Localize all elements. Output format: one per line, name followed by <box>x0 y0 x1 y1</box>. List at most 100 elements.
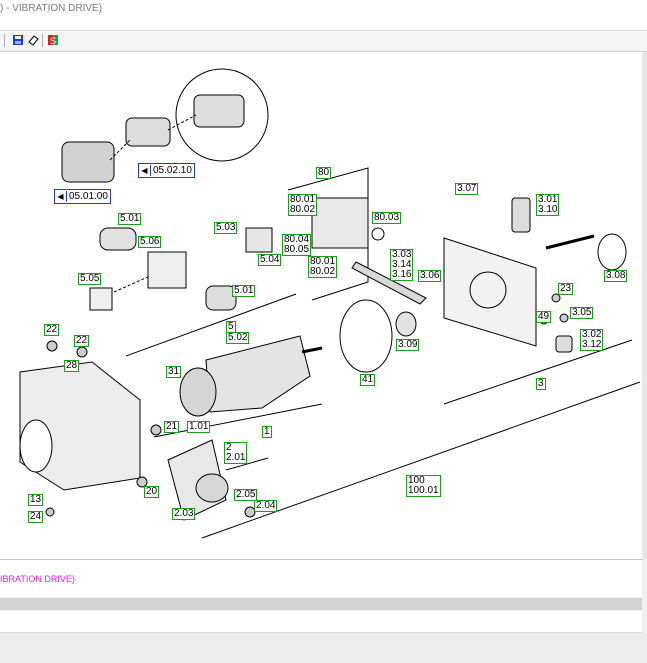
part-label[interactable]: 49 <box>536 311 552 323</box>
grid-row[interactable] <box>0 611 642 633</box>
status-bar <box>0 633 647 663</box>
part-label[interactable]: 5.04 <box>258 254 282 266</box>
reference-050210[interactable]: ◀ 05.02.10 <box>138 163 195 178</box>
pump-inset-body <box>193 94 245 128</box>
eraser-icon[interactable] <box>27 34 39 46</box>
part-label-text: 3.14 <box>392 259 412 270</box>
part-label[interactable]: 21 <box>164 421 180 433</box>
part-label[interactable]: 2.04 <box>254 500 278 512</box>
part-label-text: 3 <box>538 378 544 389</box>
part-label-text: 13 <box>30 494 42 505</box>
housing-plate-3 <box>443 237 537 347</box>
part-label-text: 1 <box>264 426 270 437</box>
part-label-text: 22 <box>46 324 58 335</box>
part-label-text: 20 <box>146 486 158 497</box>
part-label[interactable]: 2.05 <box>234 489 258 501</box>
pump-inset-circle <box>175 68 269 162</box>
toolbar-separator <box>4 34 5 47</box>
export-icon[interactable]: S <box>47 34 59 46</box>
part-label-text: 21 <box>166 421 178 432</box>
part-label[interactable]: 1.01 <box>187 421 211 433</box>
motor-1 <box>205 335 311 413</box>
part-label-text: 80.02 <box>290 204 316 215</box>
part-label-text: 80 <box>318 167 330 178</box>
part-label[interactable]: 22 <box>74 335 90 347</box>
part-label-text: 2.04 <box>256 500 276 511</box>
part-label-text: 28 <box>66 360 78 371</box>
part-label[interactable]: 3.07 <box>455 183 479 195</box>
motor-flange <box>179 367 217 417</box>
shaft-303 <box>351 261 427 305</box>
part-label-text: 2 <box>226 442 232 453</box>
part-label[interactable]: 23 <box>558 283 574 295</box>
gasket-41 <box>339 299 393 373</box>
part-label[interactable]: 13 <box>28 494 44 506</box>
connector-504 <box>245 227 273 253</box>
vertical-scrollbar[interactable] <box>642 52 647 559</box>
pump-front-body <box>61 141 115 183</box>
part-label-text: 80.04 <box>284 234 310 245</box>
arrow-left-icon: ◀ <box>55 191 67 202</box>
part-label-text: 80.05 <box>284 244 310 255</box>
part-label-text: 3.01 <box>538 194 558 205</box>
part-label[interactable]: 5.01 <box>232 285 256 297</box>
part-label[interactable]: 41 <box>360 374 376 386</box>
part-label[interactable]: 80 <box>316 167 332 179</box>
part-label-text: 80.03 <box>374 212 400 223</box>
part-label[interactable]: 1 <box>262 426 272 438</box>
part-label[interactable]: 3.09 <box>396 339 420 351</box>
parts-drawing <box>19 68 641 539</box>
bolt-308 <box>545 234 595 250</box>
part-label[interactable]: 2.03 <box>172 508 196 520</box>
solenoid-506 <box>99 227 137 251</box>
window-title: ) - VIBRATION DRIVE) <box>0 3 103 14</box>
plug-301 <box>511 197 531 233</box>
part-label-text: 24 <box>30 511 42 522</box>
part-label[interactable]: 3.06 <box>418 270 442 282</box>
part-label-text: 5.06 <box>140 236 160 247</box>
save-icon[interactable] <box>12 34 24 46</box>
cover-505 <box>89 287 113 311</box>
part-label-text: 2.05 <box>236 489 256 500</box>
part-label[interactable]: 22 <box>44 324 60 336</box>
part-label-text: 1.01 <box>189 421 209 432</box>
part-label[interactable]: 3.05 <box>570 307 594 319</box>
part-label[interactable]: 5.02 <box>226 332 250 344</box>
window-titlebar: ) - VIBRATION DRIVE) <box>0 0 647 31</box>
part-label[interactable]: 5.03 <box>214 222 238 234</box>
description-panel: IBRATION DRIVE) <box>0 560 642 597</box>
part-label-text: 41 <box>362 374 374 385</box>
part-label[interactable]: 28 <box>64 360 80 372</box>
grid-header <box>0 598 642 610</box>
part-label[interactable]: 5.01 <box>118 213 142 225</box>
housing-port <box>19 419 53 473</box>
part-label[interactable]: 5.05 <box>78 273 102 285</box>
reference-050100[interactable]: ◀ 05.01.00 <box>54 189 111 204</box>
part-label-text: 100 <box>408 475 425 486</box>
part-label[interactable]: 24 <box>28 511 44 523</box>
part-label-text: 80.01 <box>310 256 336 267</box>
housing-bore <box>469 271 507 309</box>
part-label[interactable]: 20 <box>144 486 160 498</box>
part-label[interactable]: 3.08 <box>604 270 628 282</box>
description-text: IBRATION DRIVE) <box>0 574 75 584</box>
part-label-text: 23 <box>560 283 572 294</box>
solenoid-501 <box>205 285 237 311</box>
part-label-text: 3.02 <box>582 329 602 340</box>
part-label-text: 5 <box>228 321 234 332</box>
part-label[interactable]: 3 <box>536 378 546 390</box>
svg-text:S: S <box>50 36 56 46</box>
part-label[interactable]: 80.03 <box>372 212 402 224</box>
part-label[interactable]: 31 <box>166 366 182 378</box>
part-label[interactable]: 5.06 <box>138 236 162 248</box>
oring-8003 <box>371 227 385 241</box>
